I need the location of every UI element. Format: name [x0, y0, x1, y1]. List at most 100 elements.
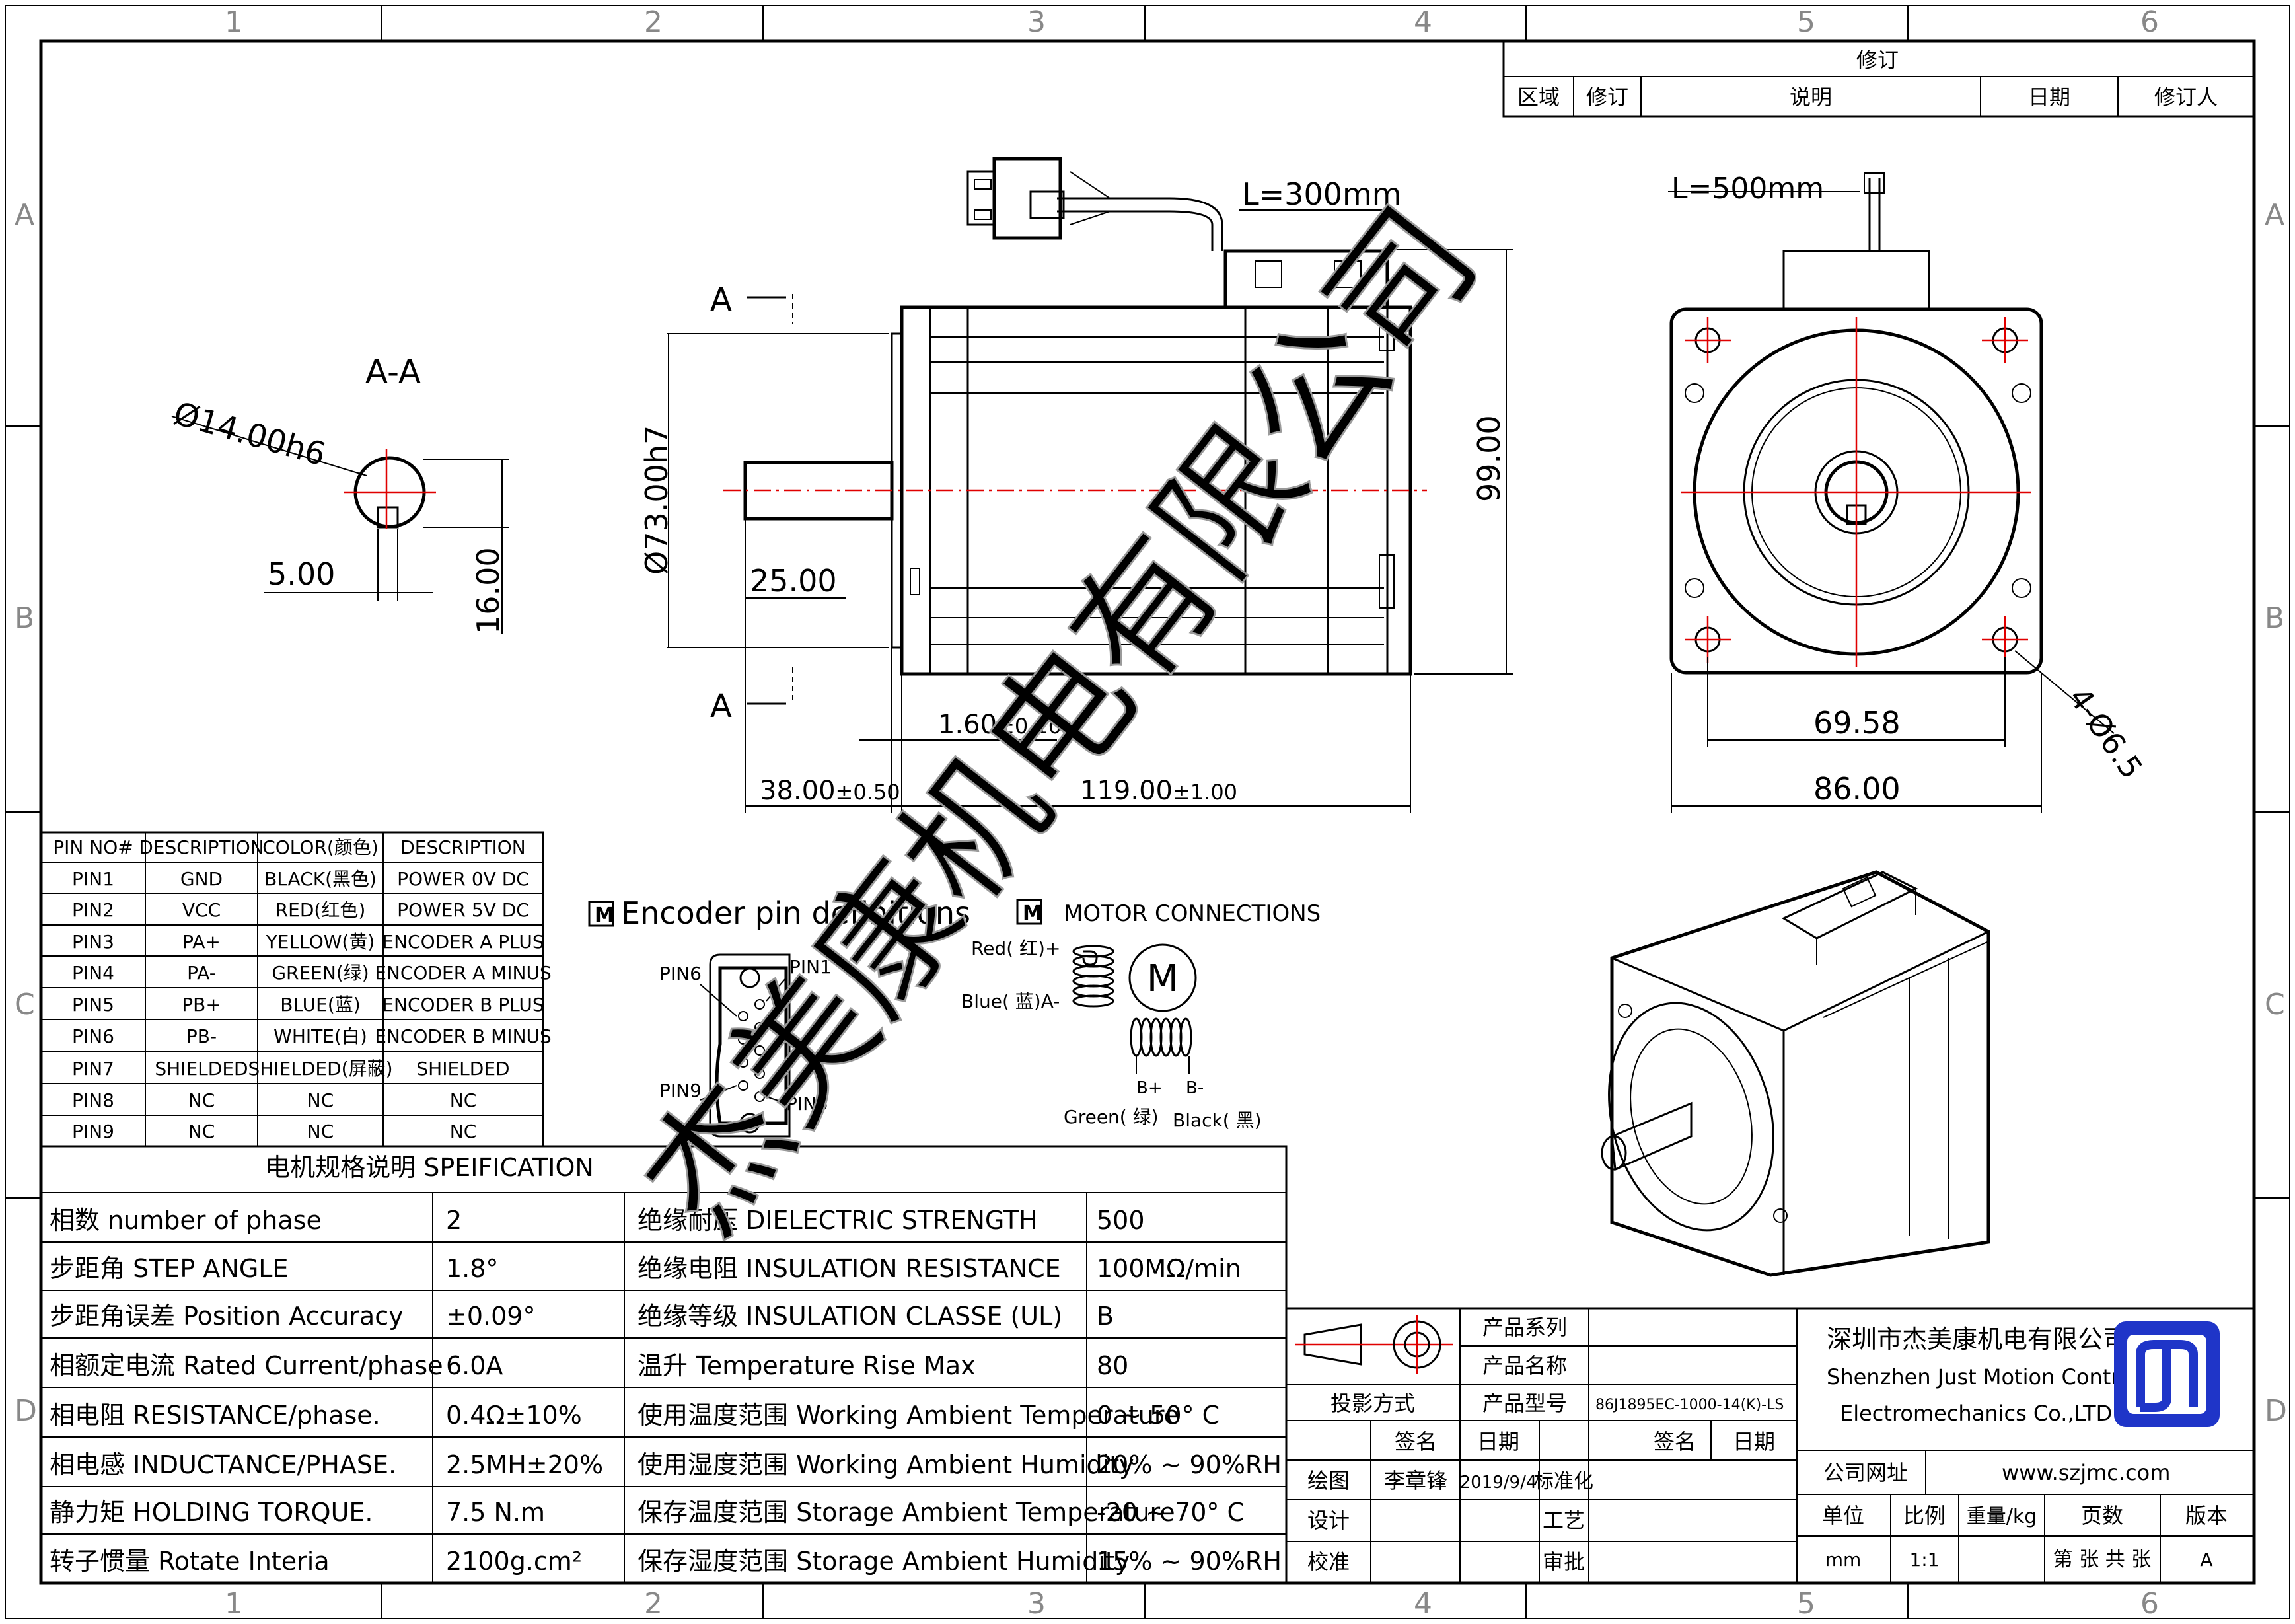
- boss-thk-label: 1.60±0.10: [938, 710, 1062, 740]
- pin6-label: PIN6: [659, 963, 702, 984]
- tb-scale-val: 1:1: [1909, 1549, 1939, 1570]
- isometric-view: [1601, 870, 1990, 1277]
- spec-cell: 使用温度范围 Working Ambient Temperature: [638, 1401, 1179, 1430]
- rear-connector: [1782, 250, 1930, 311]
- pin-cell: PB-: [186, 1025, 217, 1047]
- spec-cell: 80: [1097, 1351, 1128, 1380]
- zone-col-2: 2: [644, 5, 663, 39]
- black-wire-label: Black( 黑): [1173, 1109, 1262, 1131]
- tb-process: 工艺: [1543, 1508, 1585, 1533]
- zone-row-c: C: [15, 988, 35, 1021]
- spec-cell: 2.5MH±20%: [446, 1450, 603, 1479]
- zone-row-a: A: [15, 198, 34, 232]
- rev-col-desc: 说明: [1790, 85, 1832, 110]
- tb-unit: 单位: [1822, 1503, 1864, 1528]
- pin-cell: BLACK(黑色): [264, 868, 377, 890]
- green-wire-label: Green( 绿): [1064, 1106, 1159, 1128]
- pin-cell: PA+: [182, 931, 221, 953]
- pin-cell: ENCODER A PLUS: [382, 931, 544, 953]
- pin-cell: NC: [307, 1121, 334, 1142]
- spec-cell: 1.8°: [446, 1254, 498, 1283]
- motor-connections: M MOTOR CONNECTIONS M Red( 红)+ Blue( 蓝)A…: [961, 899, 1321, 1131]
- pin-cell: PIN2: [72, 899, 114, 921]
- section-marker-top: A: [710, 281, 732, 318]
- spec-cell: 绝缘等级 INSULATION CLASSE (UL): [638, 1302, 1062, 1331]
- front-cable-label: L=300mm: [1242, 176, 1402, 212]
- spec-cell: 0.4Ω±10%: [446, 1401, 582, 1430]
- flange-width-label: 86.00: [1813, 771, 1901, 807]
- zone-row-a-r: A: [2265, 198, 2284, 232]
- pin-header-2: COLOR(颜色): [262, 836, 379, 858]
- tb-projection: 投影方式: [1330, 1391, 1415, 1416]
- spec-cell: 15% ~ 90%RH: [1097, 1547, 1282, 1576]
- shaft-dia-label: Ø14.00h6: [170, 395, 330, 474]
- zone-col-1: 1: [225, 5, 243, 39]
- watermark: 杰美康机电有限公司: [612, 179, 1508, 1263]
- spec-cell: 转子惯量 Rotate Interia: [50, 1547, 330, 1576]
- tb-pages: 页数: [2081, 1503, 2123, 1528]
- pin5-label: PIN5: [786, 1093, 828, 1115]
- company-en2: Electromechanics Co.,LTD: [1840, 1401, 2112, 1426]
- spec-cell: 7.5 N.m: [446, 1498, 545, 1527]
- tb-scale: 比例: [1903, 1503, 1946, 1528]
- pin-cell: NC: [450, 1121, 477, 1142]
- key-height-label: 16.00: [470, 547, 506, 634]
- tb-name: 产品名称: [1482, 1353, 1567, 1378]
- spec-cell: 保存温度范围 Storage Ambient Temperature: [638, 1498, 1175, 1527]
- pin-cell: YELLOW(黄): [266, 931, 375, 953]
- spec-cell: 相电感 INDUCTANCE/PHASE.: [50, 1450, 396, 1479]
- revision-title: 修订: [1856, 48, 1899, 73]
- rev-col-area: 区域: [1517, 85, 1560, 110]
- spec-cell: 相数 number of phase: [50, 1206, 322, 1235]
- pin-cell: PIN6: [72, 1025, 114, 1047]
- db9-pins: [738, 999, 765, 1102]
- pin-cell: PIN9: [72, 1121, 114, 1142]
- pin-cell: SHIELDED(屏蔽): [248, 1058, 392, 1080]
- cable-front: [1057, 197, 1223, 251]
- bplus-label: B+: [1136, 1078, 1163, 1098]
- flange-dia-label: Ø73.00h7: [639, 425, 674, 575]
- body-height-label: 99.00: [1471, 415, 1507, 502]
- pin1-label: PIN1: [789, 956, 832, 978]
- zone-col-1-b: 1: [225, 1587, 243, 1621]
- pin-cell: ENCODER B PLUS: [382, 994, 544, 1015]
- tb-design: 设计: [1307, 1508, 1350, 1533]
- zone-row-d: D: [15, 1394, 37, 1428]
- rev-col-rev: 修订: [1586, 85, 1628, 110]
- zone-row-d-r: D: [2265, 1394, 2287, 1428]
- spec-cell: 100MΩ/min: [1097, 1254, 1241, 1283]
- db9-plug: [992, 157, 1062, 240]
- zone-col-4: 4: [1414, 5, 1432, 39]
- pin9-label: PIN9: [659, 1080, 702, 1101]
- spec-cell: 6.0A: [446, 1351, 503, 1380]
- section-marker-bottom: A: [710, 688, 732, 725]
- spec-cell: 相电阻 RESISTANCE/phase.: [50, 1401, 381, 1430]
- rev-col-date: 日期: [2028, 85, 2070, 110]
- shaft-len-label: 38.00±0.50: [760, 776, 900, 806]
- pin-header-3: DESCRIPTION: [400, 836, 526, 858]
- tb-check: 校准: [1307, 1549, 1350, 1574]
- spec-cell: 步距角 STEP ANGLE: [50, 1254, 288, 1283]
- tb-standard: 标准化: [1534, 1470, 1593, 1493]
- company-en1: Shenzhen Just Motion Control: [1827, 1364, 2138, 1389]
- bolt-pitch-label: 69.58: [1813, 705, 1901, 741]
- tb-draw: 绘图: [1307, 1468, 1350, 1493]
- pin-cell: NC: [188, 1121, 215, 1142]
- zone-col-5-b: 5: [1797, 1587, 1815, 1621]
- tb-version: 版本: [2185, 1503, 2228, 1528]
- tb-draw-date: 2019/9/4: [1460, 1473, 1537, 1493]
- pin-cell: POWER 5V DC: [397, 899, 529, 921]
- pin-cell: NC: [450, 1089, 477, 1111]
- tb-sign: 签名: [1395, 1429, 1437, 1454]
- zone-row-c-r: C: [2265, 988, 2285, 1021]
- zone-col-3: 3: [1027, 5, 1046, 39]
- zone-col-6-b: 6: [2140, 1587, 2159, 1621]
- pin-cell: PIN3: [72, 931, 114, 953]
- pin-cell: ENCODER B MINUS: [375, 1025, 552, 1047]
- zone-col-3-b: 3: [1027, 1587, 1046, 1621]
- db9-outline: [715, 966, 788, 1125]
- pin-cell: NC: [188, 1089, 215, 1111]
- zone-row-b: B: [15, 601, 34, 635]
